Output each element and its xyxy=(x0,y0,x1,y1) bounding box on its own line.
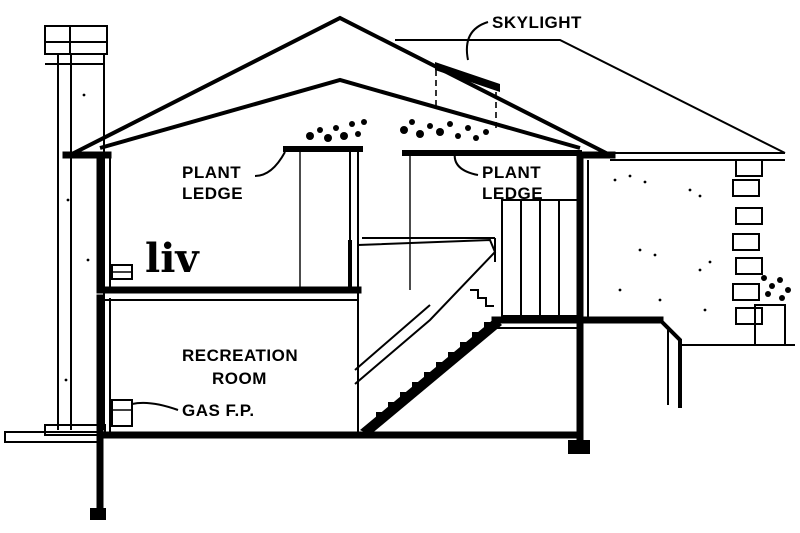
plants-left-ledge xyxy=(306,119,367,142)
fireplaces xyxy=(111,264,133,427)
stucco-texture xyxy=(64,93,712,382)
recreation-room-label-line2: ROOM xyxy=(212,369,267,388)
skylight xyxy=(435,21,500,128)
chimney xyxy=(44,25,108,436)
closet-panels xyxy=(501,199,579,317)
roof xyxy=(62,15,786,161)
recreation-room-label-line1: RECREATION xyxy=(182,346,298,365)
staircase xyxy=(348,237,502,435)
ground-slab-left xyxy=(4,431,101,443)
plant-ledge-right-label-line1: PLANT xyxy=(482,163,541,182)
plant-ledge-left-label-line1: PLANT xyxy=(182,163,241,182)
left-exterior-wall xyxy=(90,151,111,520)
plant-ledge-left-label-line2: LEDGE xyxy=(182,184,243,203)
stone-wing xyxy=(732,159,786,346)
plant-ledge-right-label-line2: LEDGE xyxy=(482,184,543,203)
plants-stone-wing xyxy=(761,275,791,301)
leader-gas-fp xyxy=(131,401,179,411)
skylight-label: SKYLIGHT xyxy=(492,13,582,32)
plants-right-ledge xyxy=(400,119,489,141)
liv-room-label: liv xyxy=(145,235,200,282)
gas-fp-label: GAS F.P. xyxy=(182,401,255,420)
leader-plant-ledge-right xyxy=(453,151,479,176)
leader-plant-ledge-left xyxy=(254,151,286,177)
right-exterior-wall xyxy=(568,151,795,454)
